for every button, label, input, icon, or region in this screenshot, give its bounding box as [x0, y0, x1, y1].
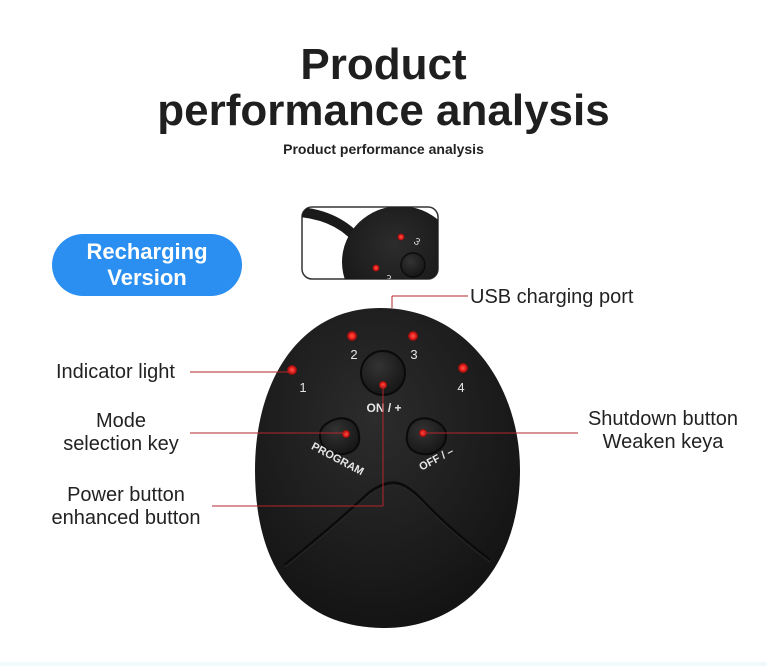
badge-line-1: Recharging	[86, 239, 208, 264]
bottom-strip	[0, 662, 767, 666]
inset-label: 2	[383, 273, 394, 286]
indicator-number-1: 1	[299, 380, 306, 395]
off-minus-button[interactable]	[405, 417, 448, 456]
inset-led	[372, 264, 380, 272]
usb-charging-port-label: USB charging port	[470, 286, 634, 308]
power-label-line-1: Power button	[67, 484, 185, 506]
indicator-led-4	[458, 363, 468, 373]
body-contour-highlight	[284, 484, 491, 568]
page-title-line-2: performance analysis	[157, 86, 610, 135]
mode-label-line-2: selection key	[63, 433, 179, 455]
inset-led	[397, 233, 405, 241]
indicator-led-2	[347, 331, 357, 341]
indicator-light-label: Indicator light	[56, 361, 175, 383]
shutdown-label-line-2: Weaken keya	[602, 431, 724, 453]
recharging-version-badge: Recharging Version	[52, 234, 242, 296]
shutdown-label-line-1: Shutdown button	[587, 408, 739, 430]
usb-port-inset: 3 2	[301, 206, 439, 286]
indicator-led-1	[287, 365, 297, 375]
indicator-number-4: 4	[457, 380, 464, 395]
mode-label-line-1: Mode	[95, 410, 147, 432]
shutdown-button-label: Shutdown button Weaken keya	[574, 408, 752, 454]
inset-device-body	[342, 207, 438, 279]
device-body	[255, 308, 520, 628]
page-title-line-1: Product	[300, 40, 467, 89]
program-button-led	[342, 430, 350, 438]
inset-button	[400, 252, 426, 278]
indicator-led-3	[408, 331, 418, 341]
mode-selection-key-label: Mode selection key	[46, 410, 196, 456]
indicator-number-3: 3	[410, 347, 417, 362]
inset-label: 3	[412, 236, 423, 249]
power-button-label: Power button enhanced button	[38, 484, 214, 530]
page-subtitle: Product performance analysis	[283, 141, 484, 157]
program-button[interactable]	[318, 417, 361, 456]
power-label-line-2: enhanced button	[51, 507, 201, 529]
indicator-number-2: 2	[350, 347, 357, 362]
body-contour	[284, 481, 491, 567]
badge-line-2: Version	[107, 265, 187, 290]
on-plus-label: ON / +	[366, 401, 401, 415]
